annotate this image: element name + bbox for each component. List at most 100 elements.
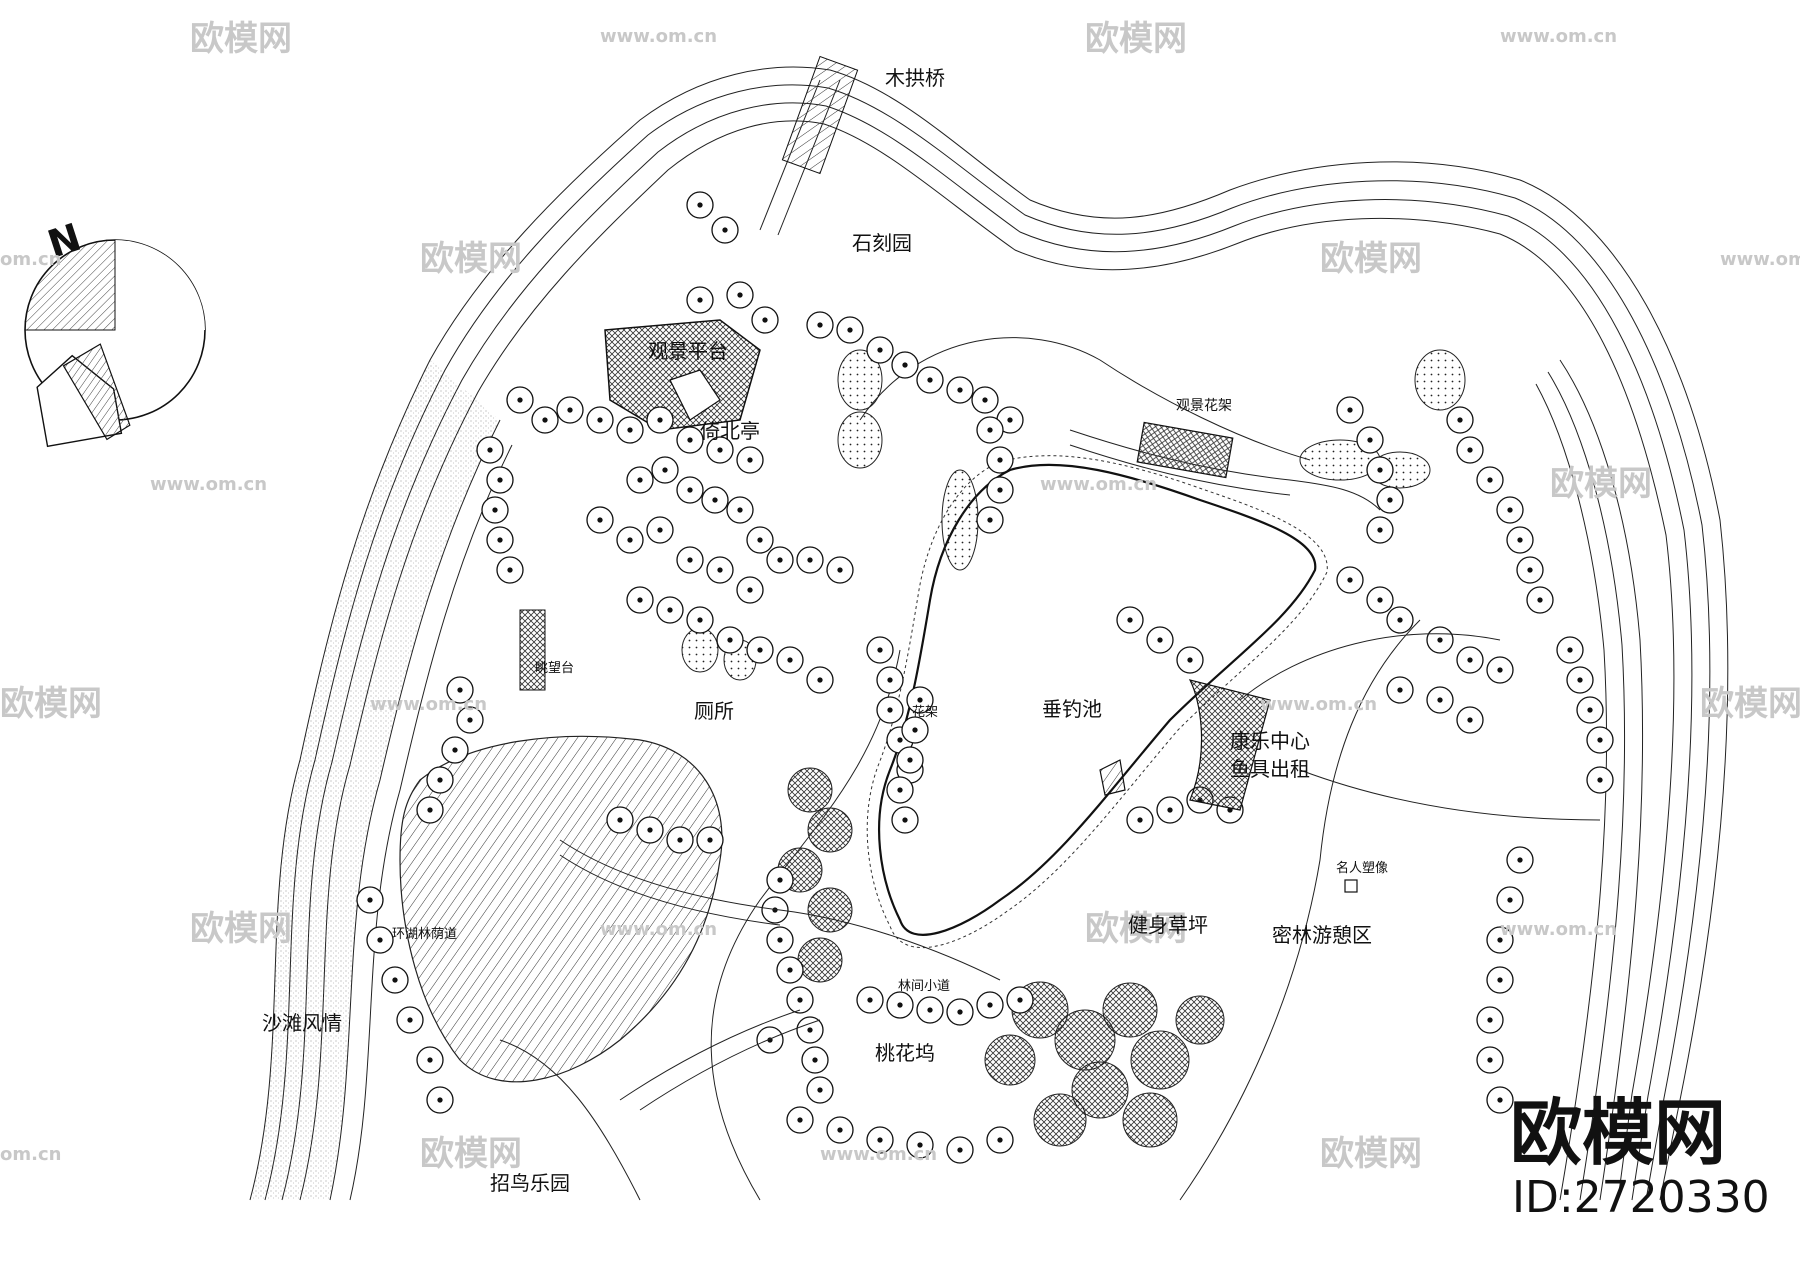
tree-trunk-dot xyxy=(887,707,893,713)
tree-trunk-dot xyxy=(1437,637,1443,643)
map-labels: 木拱桥 石刻园 观景平台 倚北亭 观景花架 垂钓池 康乐中心 鱼具出租 名人塑像… xyxy=(262,66,1388,1195)
tree-trunk-dot xyxy=(1587,707,1593,713)
tree-trunk-dot xyxy=(737,507,743,513)
tree-trunk-dot xyxy=(367,897,373,903)
watermarks: 欧模网 欧模网 欧模网 欧模网 欧模网 欧模网 欧模网 欧模网 欧模网 欧模网 … xyxy=(0,19,1800,1174)
tree-trunk-dot xyxy=(697,297,703,303)
label-view-trellis: 观景花架 xyxy=(1176,398,1232,414)
tree-trunk-dot xyxy=(912,727,918,733)
tree-trunk-dot xyxy=(957,387,963,393)
label-view-platform: 观景平台 xyxy=(648,339,728,363)
tree-trunk-dot xyxy=(1597,737,1603,743)
watermark-url: om.cn xyxy=(0,1144,61,1165)
label-flower-trellis: 花架 xyxy=(912,704,938,720)
watermark-url: www.om.cn xyxy=(1500,919,1617,940)
view-platform xyxy=(604,319,761,431)
label-fitness-lawn: 健身草坪 xyxy=(1128,913,1208,937)
tree-trunk-dot xyxy=(1377,597,1383,603)
tree-trunk-dot xyxy=(712,497,718,503)
tree-trunk-dot xyxy=(427,1057,433,1063)
tree-trunk-dot xyxy=(817,322,823,328)
tree-trunk-dot xyxy=(737,292,743,298)
tree-trunk-dot xyxy=(812,1057,818,1063)
tree-trunk-dot xyxy=(757,647,763,653)
tree-trunk-dot xyxy=(697,617,703,623)
tree-trunk-dot xyxy=(747,587,753,593)
tree-trunk-dot xyxy=(1007,417,1013,423)
watermark-url: www.om.cn xyxy=(370,694,487,715)
tree-symbols xyxy=(356,191,1614,1164)
tree-trunk-dot xyxy=(907,757,913,763)
tree-trunk-dot xyxy=(927,1007,933,1013)
watermark-url: www.om.cn xyxy=(1720,249,1800,270)
tree-trunk-dot xyxy=(757,537,763,543)
tree-trunk-dot xyxy=(957,1147,963,1153)
tree-trunk-dot xyxy=(762,317,768,323)
tree-trunk-dot xyxy=(777,937,783,943)
watermark-brand: 欧模网 xyxy=(190,19,292,59)
tree-trunk-dot xyxy=(807,1027,813,1033)
tree-trunk-dot xyxy=(1597,777,1603,783)
tree-trunk-dot xyxy=(1137,817,1143,823)
tree-trunk-dot xyxy=(917,1142,923,1148)
label-peach-dock: 桃花坞 xyxy=(875,1041,935,1065)
label-yi-bei-pavilion: 倚北亭 xyxy=(700,419,760,443)
fishing-pond xyxy=(877,463,1317,936)
tree-trunk-dot xyxy=(997,457,1003,463)
tree-trunk-dot xyxy=(747,457,753,463)
tree-trunk-dot xyxy=(877,347,883,353)
tree-trunk-dot xyxy=(1377,527,1383,533)
tree-trunk-dot xyxy=(457,687,463,693)
tree-trunk-dot xyxy=(1377,467,1383,473)
tree-trunk-dot xyxy=(847,327,853,333)
watermark-brand: 欧模网 xyxy=(190,909,292,949)
tree-trunk-dot xyxy=(1367,437,1373,443)
tree-trunk-dot xyxy=(1577,677,1583,683)
tree-trunk-dot xyxy=(1537,597,1543,603)
label-forest-rest: 密林游憩区 xyxy=(1272,923,1372,947)
tree-trunk-dot xyxy=(997,1137,1003,1143)
tree-trunk-dot xyxy=(1487,1017,1493,1023)
tree-trunk-dot xyxy=(797,997,803,1003)
watermark-brand: 欧模网 xyxy=(1320,239,1422,279)
tree-trunk-dot xyxy=(687,437,693,443)
tree-trunk-dot xyxy=(662,467,668,473)
tree-trunk-dot xyxy=(817,677,823,683)
watermark-url: www.om.cn xyxy=(1500,26,1617,47)
watermark-urls: www.om.cn www.om.cn om.cn www.om.cn www.… xyxy=(0,26,1800,1165)
tree-trunk-dot xyxy=(1497,937,1503,943)
label-toilet: 厕所 xyxy=(694,699,734,723)
tree-trunk-dot xyxy=(627,537,633,543)
tree-trunk-dot xyxy=(817,1087,823,1093)
tree-trunk-dot xyxy=(997,487,1003,493)
tree-trunk-dot xyxy=(897,1002,903,1008)
tree-trunk-dot xyxy=(637,477,643,483)
tree-trunk-dot xyxy=(807,557,813,563)
tree-trunk-dot xyxy=(727,637,733,643)
tree-trunk-dot xyxy=(407,1017,413,1023)
tree-trunk-dot xyxy=(1527,567,1533,573)
tree-trunk-dot xyxy=(982,397,988,403)
tree-trunk-dot xyxy=(392,977,398,983)
beach-area xyxy=(250,360,500,1200)
tree-trunk-dot xyxy=(902,817,908,823)
north-compass: N xyxy=(24,215,206,448)
tree-trunk-dot xyxy=(1517,537,1523,543)
watermark-brand: 欧模网 xyxy=(1550,464,1652,504)
tree-trunk-dot xyxy=(487,447,493,453)
watermark-brand: 欧模网 xyxy=(1085,19,1187,59)
label-overlook: 眺望台 xyxy=(535,660,574,676)
tree-trunk-dot xyxy=(1507,507,1513,513)
tree-trunk-dot xyxy=(787,657,793,663)
watermark-url: www.om.cn xyxy=(150,474,267,495)
label-forest-path: 林间小道 xyxy=(898,979,950,994)
tree-trunk-dot xyxy=(917,697,923,703)
tree-trunk-dot xyxy=(1347,577,1353,583)
label-rest-center: 康乐中心 xyxy=(1230,729,1310,753)
tree-trunk-dot xyxy=(1127,617,1133,623)
tree-trunk-dot xyxy=(877,1137,883,1143)
tree-trunk-dot xyxy=(897,787,903,793)
tree-trunk-dot xyxy=(707,837,713,843)
tree-trunk-dot xyxy=(1187,657,1193,663)
